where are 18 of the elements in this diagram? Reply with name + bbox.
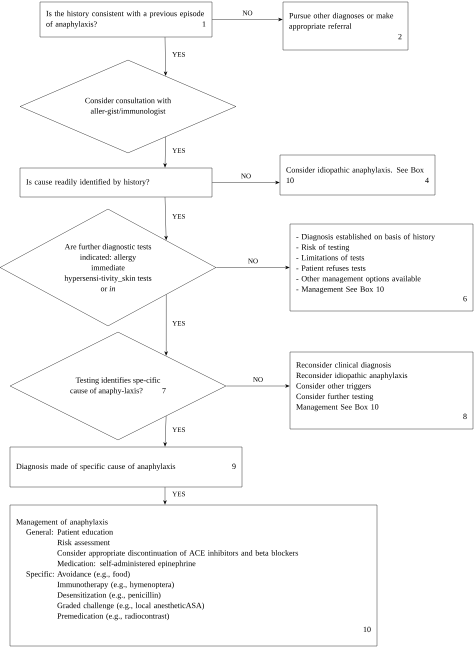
arrow	[164, 37, 168, 76]
process-box: Reconsider clinical diagnosis Reconsider idiopathic anaphylaxis Consider other triggers Consider further testing Management See Box 10 8	[290, 352, 474, 430]
process-box: Is the history consistent with a previous episode of anaphylaxis? 1	[40, 2, 212, 38]
arrow	[164, 197, 168, 240]
process-box: - Diagnosis established on basis of history - Risk of testing - Limitations of tests - Patient refuses tests - Other management options available - Management See Box 10 6	[290, 224, 474, 312]
process-box: Is cause readily identified by history?	[20, 168, 212, 198]
arrow	[212, 18, 282, 22]
process-box: Management of anaphylaxis General: Patient education Risk assessment Consider appropriate discontinuation of ACE inhibitors and beta blockers Medication: self-administered epinephrine Specific: Avoidance (e.g., food) Immunotherapy (e.g., hymenoptera) Desensitization (e.g., penicillin) Graded challenge (e.g., local anestheticASA) Premedication (e.g., radiocontrast) 10	[10, 504, 378, 646]
arrow	[212, 180, 280, 184]
arrow	[163, 136, 167, 168]
arrow	[163, 416, 167, 446]
arrow	[216, 266, 290, 270]
process-box: Pursue other diagnoses or make appropriate referral 2	[282, 2, 408, 50]
arrow	[163, 487, 167, 504]
arrow	[164, 294, 168, 356]
process-box: Diagnosis made of specific cause of anaphylaxis 9	[10, 446, 242, 488]
arrow	[226, 384, 290, 388]
process-box: Consider idiopathic anaphylaxis. See Box 10 4	[280, 154, 436, 196]
